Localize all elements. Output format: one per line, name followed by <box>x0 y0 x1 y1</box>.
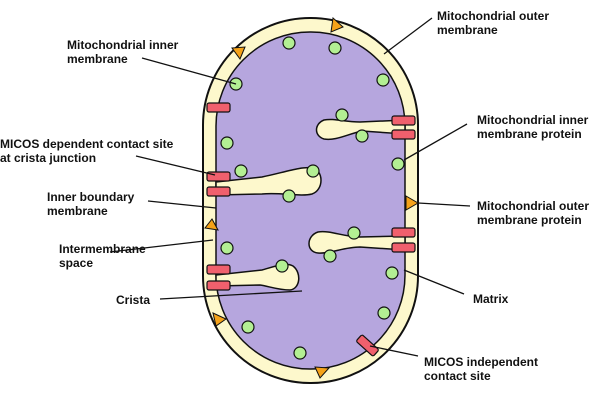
crista-right-lower <box>308 230 406 254</box>
inner-membrane-protein <box>220 241 234 255</box>
leader-line <box>141 57 237 85</box>
label-line: Mitochondrial inner <box>477 113 589 127</box>
inner-membrane-protein <box>391 157 405 171</box>
inner-membrane-protein <box>282 189 296 203</box>
label-micos-independent: MICOS independent contact site <box>424 355 541 383</box>
label-line: MICOS dependent contact site <box>0 137 174 151</box>
inner-membrane-protein <box>234 164 248 178</box>
label-outer-membrane: Mitochondrial outer membrane <box>437 9 552 37</box>
inner-membrane-protein <box>275 259 289 273</box>
inner-membrane-protein <box>377 306 391 320</box>
contact-site <box>206 280 231 291</box>
label-line: Intermembrane <box>59 242 146 256</box>
outer-membrane-protein <box>231 46 246 61</box>
outer-membrane-protein <box>314 366 331 379</box>
label-line: Matrix <box>473 292 509 306</box>
inner-membrane-proteins <box>220 36 405 360</box>
label-line: Mitochondrial inner <box>67 38 179 52</box>
inner-membrane-protein <box>376 73 390 87</box>
outer-membrane-proteins <box>204 17 419 379</box>
inner-membrane-protein <box>347 226 361 240</box>
label-line: membrane protein <box>477 127 582 141</box>
inner-membrane-protein <box>241 320 255 334</box>
label-line: membrane <box>437 23 498 37</box>
matrix <box>215 31 406 370</box>
label-crista: Crista <box>116 293 150 307</box>
label-matrix: Matrix <box>473 292 509 306</box>
outer-membrane-protein <box>212 312 227 327</box>
leader-line <box>369 345 419 357</box>
label-line: MICOS independent <box>424 355 538 369</box>
inner-membrane-protein <box>335 108 349 122</box>
leader-line <box>159 290 303 300</box>
leader-line <box>383 17 433 55</box>
leader-line <box>403 123 468 161</box>
label-inner-membrane-protein: Mitochondrial inner membrane protein <box>477 113 592 141</box>
leader-line <box>403 269 465 295</box>
inner-membrane-protein <box>220 136 234 150</box>
label-line: Mitochondrial outer <box>437 9 549 23</box>
crista-left-upper <box>215 166 322 196</box>
label-line: contact site <box>424 369 491 383</box>
leader-line <box>417 202 471 207</box>
label-line: membrane protein <box>477 213 582 227</box>
contact-site <box>206 102 231 113</box>
label-outer-membrane-protein: Mitochondrial outer membrane protein <box>477 199 592 227</box>
micos-contact-sites <box>206 102 416 357</box>
label-line: membrane <box>67 52 128 66</box>
label-line: membrane <box>47 204 108 218</box>
contact-site <box>391 129 416 140</box>
inner-membrane-protein <box>385 266 399 280</box>
label-line: at crista junction <box>0 151 96 165</box>
label-line: Inner boundary <box>47 190 135 204</box>
label-intermembrane-space: Intermembrane space <box>59 242 149 270</box>
label-line: Mitochondrial outer <box>477 199 589 213</box>
inner-membrane-protein <box>323 249 337 263</box>
inner-membrane-protein <box>293 346 307 360</box>
leader-line <box>109 239 214 253</box>
label-inner-boundary: Inner boundary membrane <box>47 190 138 218</box>
outer-membrane-protein <box>330 17 344 33</box>
label-inner-membrane: Mitochondrial inner membrane <box>67 38 182 66</box>
contact-site <box>206 186 231 197</box>
contact-site <box>356 334 379 357</box>
inner-membrane-protein <box>355 129 369 143</box>
contact-site <box>391 115 416 126</box>
leader-line <box>147 200 217 209</box>
contact-site <box>206 264 231 275</box>
inner-membrane-protein <box>306 164 320 178</box>
contact-site <box>391 242 416 253</box>
label-line: Crista <box>116 293 150 307</box>
leader-line <box>135 155 216 176</box>
contact-site <box>391 227 416 238</box>
leader-lines <box>109 17 471 357</box>
label-micos-dependent: MICOS dependent contact site at crista j… <box>0 137 177 165</box>
inner-membrane-protein <box>328 41 342 55</box>
outer-membrane-protein <box>204 218 219 231</box>
outer-membrane-protein <box>405 195 419 211</box>
inner-membrane-protein <box>282 36 296 50</box>
label-line: space <box>59 256 93 270</box>
